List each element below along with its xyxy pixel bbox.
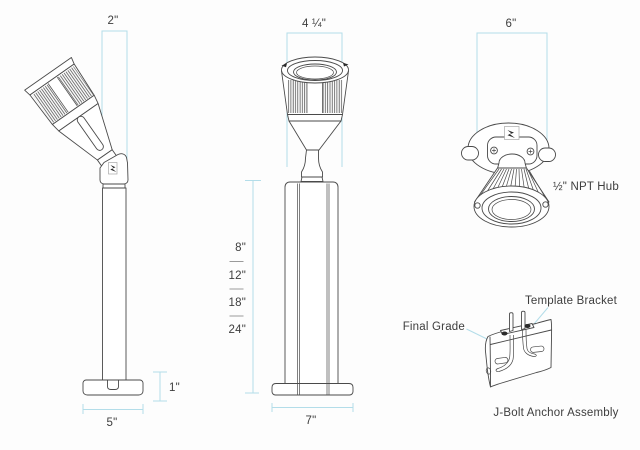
leader-final-grade: [466, 328, 489, 340]
anchor-assembly-detail: Template Bracket Final Grade J-Bolt Anch…: [403, 295, 619, 419]
label-final-grade: Final Grade: [403, 321, 465, 333]
dim-label-head-width: 2": [108, 15, 119, 27]
bezel-screw-right: [542, 201, 549, 208]
heatsink-fins-left: [287, 80, 307, 113]
cone-slot: [76, 115, 104, 151]
dim-label-base-width-side: 5": [107, 417, 118, 429]
caption-anchor-assembly: J-Bolt Anchor Assembly: [493, 407, 618, 419]
bezel-ring: [287, 60, 343, 81]
pole-side: [102, 187, 127, 381]
anchor-rod-right: [521, 310, 526, 330]
label-npt-hub: ½" NPT Hub: [553, 181, 619, 193]
dim-label-base-height: 1": [169, 382, 180, 394]
dim-line-base-width-front: [271, 403, 354, 412]
pole-grooves: [297, 183, 330, 395]
knuckle-collar: [102, 183, 126, 189]
anchor-slot-left: [494, 357, 509, 365]
knuckle: [301, 149, 323, 178]
dim-line-head-width: [101, 30, 128, 160]
dim-line-base-width-side: [82, 404, 144, 414]
brand-logo-icon: [110, 165, 117, 172]
dim-label-plate-width: 6": [506, 18, 517, 30]
anchor-slot-right: [530, 345, 545, 353]
plate-screw-left: [490, 146, 498, 155]
heatsink-fins-left: [32, 83, 69, 124]
bezel-ring: [481, 191, 542, 225]
bezel-screw-right: [343, 62, 349, 67]
j-bolt-left: [495, 334, 514, 372]
dim-line-plate-width: [476, 32, 548, 152]
bezel-outer: [281, 56, 349, 84]
front-view: 4 ¼" 8" 12" 18" 24" 7": [229, 18, 354, 427]
bracket-nut-right: [524, 324, 531, 328]
bracket-nut-left: [501, 331, 508, 336]
dim-line-base-height: [153, 371, 167, 402]
block-top-edge: [490, 329, 552, 345]
cone-body: [288, 120, 342, 151]
mount-slot-right: [538, 147, 556, 162]
j-bolt-right: [522, 329, 537, 357]
anchor-rod-left: [509, 312, 514, 332]
base-front: [271, 383, 354, 396]
top-view: 6" ½" NPT Hub: [461, 18, 619, 228]
lens-outer: [488, 196, 535, 222]
knuckle-dome: [497, 153, 527, 169]
lens-edge: [296, 65, 334, 80]
knuckle-foot: [300, 176, 324, 182]
label-template-bracket: Template Bracket: [525, 295, 618, 307]
heatsink-fins-right: [322, 80, 343, 113]
dim-label-head-diameter: 4 ¼": [302, 18, 326, 30]
brand-logo-icon: [507, 130, 515, 139]
collar-band: [287, 114, 343, 122]
lens-inner: [491, 199, 532, 220]
side-view: 2" 1" 5": [24, 15, 180, 429]
plate-screw-right: [526, 147, 535, 156]
dim-label-height-24: 24": [229, 324, 246, 336]
dim-label-base-width-front: 7": [306, 415, 317, 427]
cone-fins: [478, 168, 546, 202]
mount-slot-left: [461, 146, 479, 161]
pole-front: [284, 181, 339, 384]
concrete-block: [484, 319, 553, 388]
dim-label-height-18: 18": [229, 297, 246, 309]
heatsink-fins-right: [57, 66, 94, 106]
anchor-hole: [485, 367, 492, 375]
base-side: [82, 379, 144, 396]
dim-line-heights: [245, 180, 261, 394]
base-notch: [107, 379, 119, 390]
bezel-screw-left: [281, 63, 287, 68]
bezel-screw-left: [474, 202, 481, 209]
dim-label-height-12: 12": [229, 270, 246, 282]
dim-label-height-8: 8": [235, 242, 246, 254]
bezel-recess: [293, 63, 337, 81]
luminaire-head-side: [24, 57, 118, 168]
block-corner-edge: [489, 336, 491, 387]
